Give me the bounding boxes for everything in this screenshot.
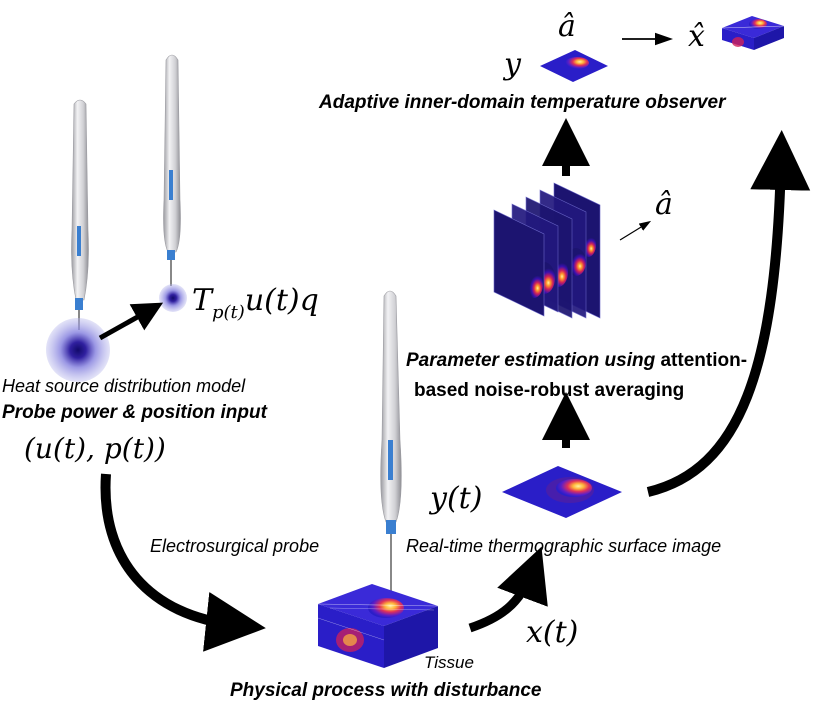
tissue-block	[317, 584, 439, 668]
tpu-T: T	[192, 283, 214, 318]
curve-arrow-to-observer	[646, 130, 811, 497]
surface-image-caption: Real-time thermographic surface image	[406, 536, 721, 556]
a-hat-mid-label: â	[655, 187, 673, 222]
input-pair-label: (u(t), p(t))	[24, 432, 166, 465]
surface-image	[502, 466, 622, 518]
estimated-tissue-block	[721, 16, 785, 50]
observer-surface-image	[540, 50, 608, 82]
param-line-1-italic: Parameter estimation using	[406, 350, 656, 371]
x-hat-label: x̂	[688, 19, 705, 54]
curve-arrow-to-process	[100, 473, 266, 652]
electrosurgical-probe-caption: Electrosurgical probe	[150, 536, 319, 556]
a-hat-top-label: â	[558, 9, 576, 44]
y-top-label: y	[502, 47, 522, 82]
observer-title: Adaptive inner-domain temperature observ…	[318, 92, 727, 113]
tpu-label: Tp(t)u(t)q	[192, 283, 319, 323]
probe-upper	[163, 54, 181, 286]
curve-arrow-to-surface	[468, 546, 548, 633]
y-t-label: y(t)	[428, 481, 482, 516]
tpu-sub: p(t)	[212, 302, 245, 323]
param-line-2: based noise-robust averaging	[414, 380, 684, 401]
heat-source-caption: Heat source distribution model	[2, 376, 246, 396]
probe-input-caption: Probe power & position input	[2, 402, 268, 423]
heat-source-arrow	[98, 302, 164, 341]
tissue-caption: Tissue	[424, 653, 474, 672]
estimate-arrow	[619, 220, 652, 241]
heat-source-large	[46, 318, 110, 382]
probe-left	[71, 99, 89, 330]
slice-5	[493, 209, 545, 317]
heat-source-small	[159, 284, 187, 312]
param-line-1-rest: attention-	[655, 350, 747, 371]
tpu-rest: u(t)q	[245, 283, 319, 318]
probe-main	[380, 290, 402, 596]
x-t-label: x(t)	[526, 615, 578, 650]
param-line-1: Parameter estimation using attention-	[406, 350, 747, 371]
slice-stack	[493, 182, 601, 319]
physical-process-caption: Physical process with disturbance	[230, 680, 542, 701]
